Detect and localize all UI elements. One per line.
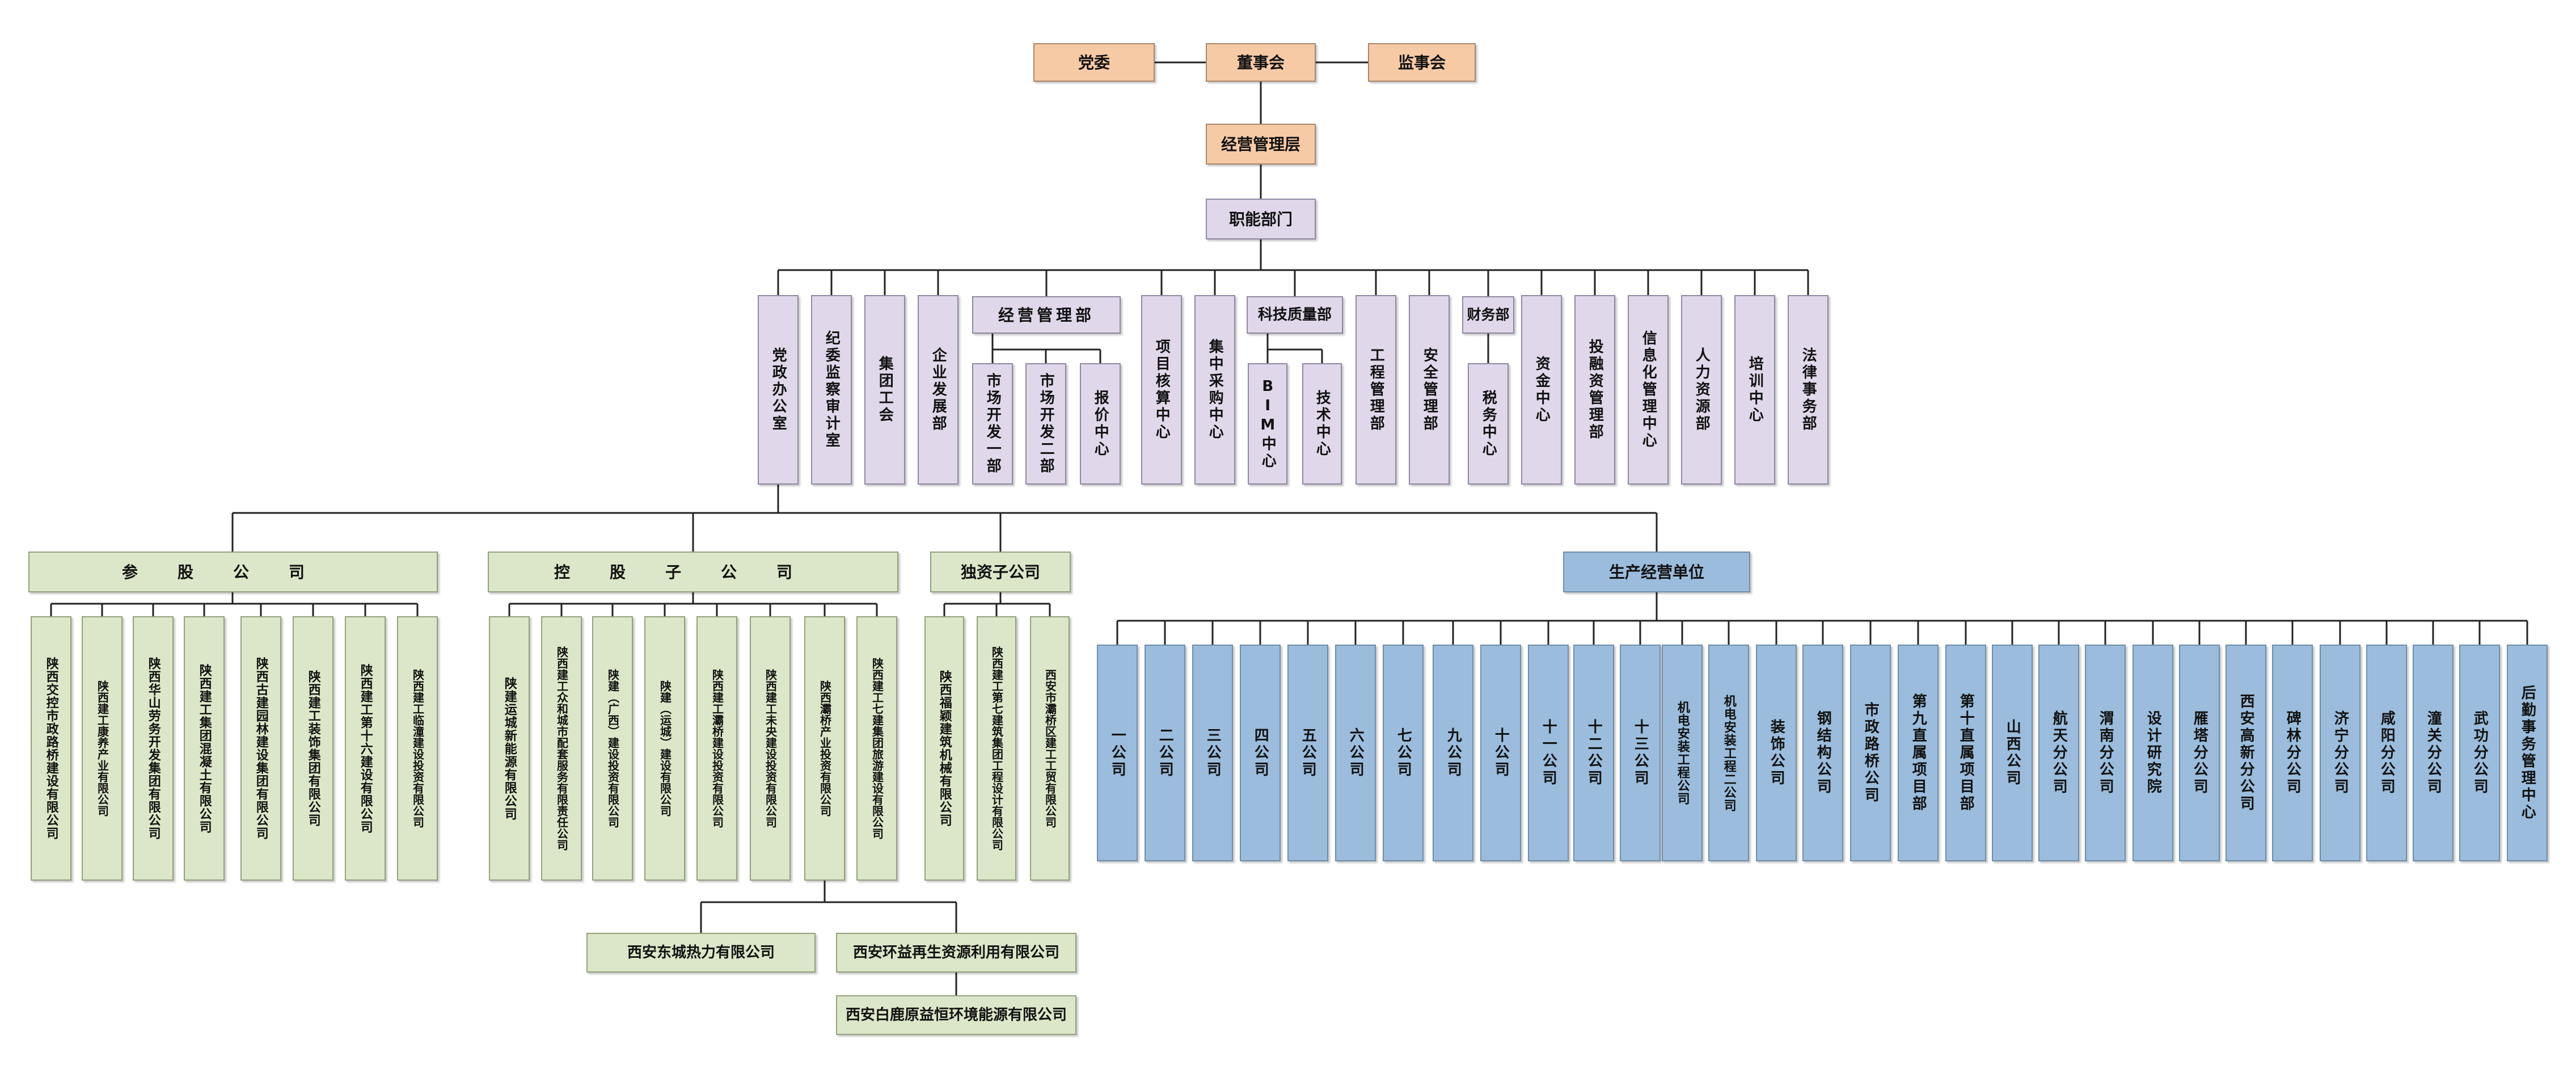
dept-tech-quality: 科技质量部 bbox=[1247, 296, 1343, 334]
dept-informatization: 信息化管理中心 bbox=[1628, 295, 1669, 485]
production-unit: 三公司 bbox=[1192, 645, 1233, 861]
production-unit: 第十直属项目部 bbox=[1945, 645, 1986, 861]
production-unit: 山西公司 bbox=[1992, 645, 2033, 861]
controlled-company: 陕西建工七建集团旅游建设有限公司 bbox=[856, 616, 897, 881]
node-party-committee: 党委 bbox=[1033, 43, 1155, 82]
production-unit: 潼关分公司 bbox=[2413, 645, 2453, 861]
production-unit: 五公司 bbox=[1287, 645, 1328, 861]
minority-company: 陕西建工第十六建设有限公司 bbox=[345, 616, 386, 881]
minority-company: 陕西交控市政路桥建设有限公司 bbox=[31, 616, 71, 881]
production-unit: 十一公司 bbox=[1528, 645, 1569, 861]
dept-funds-center: 资金中心 bbox=[1521, 295, 1562, 485]
dept-quotation-center: 报价中心 bbox=[1080, 363, 1121, 485]
production-unit: 雁塔分公司 bbox=[2179, 645, 2220, 861]
production-unit: 一公司 bbox=[1097, 645, 1138, 861]
minority-company: 陕西古建园林建设集团有限公司 bbox=[240, 616, 281, 881]
subsidiary-dongcheng-heat: 西安东城热力有限公司 bbox=[586, 933, 816, 973]
production-unit: 西安高新分公司 bbox=[2226, 645, 2266, 861]
wholly-owned-company: 西安市灞桥区建工工贸有限公司 bbox=[1030, 616, 1070, 881]
production-unit: 设计研究院 bbox=[2132, 645, 2173, 861]
minority-company: 陕西建工康养产业有限公司 bbox=[82, 616, 123, 881]
controlled-company: 陕西建工灞桥建设投资有限公司 bbox=[696, 616, 737, 881]
production-unit: 机电安装工程二公司 bbox=[1708, 645, 1749, 861]
group-minority-holdings: 参股公司 bbox=[28, 552, 438, 592]
controlled-company: 陕建运城新能源有限公司 bbox=[489, 616, 530, 881]
minority-company: 陕西建工装饰集团有限公司 bbox=[293, 616, 333, 881]
dept-discipline-audit: 纪委监察审计室 bbox=[811, 295, 852, 485]
minority-company: 陕西建工临潼建设投资有限公司 bbox=[397, 616, 438, 881]
production-unit: 济宁分公司 bbox=[2320, 645, 2360, 861]
dept-market-dev-1: 市场开发一部 bbox=[972, 363, 1013, 485]
production-unit: 装饰公司 bbox=[1756, 645, 1797, 861]
subsidiary-huanyi-recycling: 西安环益再生资源利用有限公司 bbox=[836, 933, 1076, 973]
group-wholly-owned: 独资子公司 bbox=[930, 552, 1071, 592]
production-unit: 十公司 bbox=[1480, 645, 1521, 861]
minority-company: 陕西建工集团混凝土有限公司 bbox=[184, 616, 225, 881]
production-unit: 六公司 bbox=[1335, 645, 1376, 861]
dept-project-accounting: 项目核算中心 bbox=[1141, 295, 1182, 485]
wholly-owned-company: 陕西福颖建筑机械有限公司 bbox=[924, 616, 964, 881]
node-supervisory-board: 监事会 bbox=[1368, 43, 1476, 82]
production-unit: 后勤事务管理中心 bbox=[2507, 645, 2548, 861]
production-unit: 十三公司 bbox=[1620, 645, 1661, 861]
dept-bim-center: BIM中心 bbox=[1248, 363, 1287, 485]
dept-safety-management: 安全管理部 bbox=[1409, 295, 1450, 485]
dept-investment-finance: 投融资管理部 bbox=[1574, 295, 1615, 485]
production-unit: 渭南分公司 bbox=[2085, 645, 2126, 861]
production-unit: 十二公司 bbox=[1573, 645, 1614, 861]
production-unit: 二公司 bbox=[1145, 645, 1185, 861]
production-unit: 武功分公司 bbox=[2459, 645, 2500, 861]
production-unit: 咸阳分公司 bbox=[2366, 645, 2407, 861]
controlled-company: 陕西建工未央建设投资有限公司 bbox=[750, 616, 791, 881]
production-unit: 市政路桥公司 bbox=[1850, 645, 1891, 861]
controlled-company: 陕西建工众和城市配套服务有限责任公司 bbox=[541, 616, 582, 881]
dept-central-procurement: 集中采购中心 bbox=[1194, 295, 1235, 485]
dept-union: 集团工会 bbox=[864, 295, 905, 485]
production-unit: 航天分公司 bbox=[2038, 645, 2079, 861]
wholly-owned-company: 陕西建工第七建筑集团工程设计有限公司 bbox=[977, 616, 1016, 881]
production-unit: 七公司 bbox=[1383, 645, 1424, 861]
dept-business-management: 经营管理部 bbox=[972, 296, 1121, 334]
group-production-units: 生产经营单位 bbox=[1563, 552, 1750, 592]
dept-human-resources: 人力资源部 bbox=[1681, 295, 1722, 485]
controlled-company: 陕西灞桥产业投资有限公司 bbox=[804, 616, 845, 881]
group-controlled-subsidiaries: 控股子公司 bbox=[488, 552, 898, 592]
production-unit: 四公司 bbox=[1240, 645, 1281, 861]
minority-company: 陕西华山劳务开发集团有限公司 bbox=[133, 616, 174, 881]
production-unit: 钢结构公司 bbox=[1802, 645, 1843, 861]
node-management: 经营管理层 bbox=[1206, 124, 1316, 165]
dept-party-office: 党政办公室 bbox=[758, 295, 799, 485]
controlled-company: 陕建（运城）建设有限公司 bbox=[644, 616, 685, 881]
controlled-company: 陕建（广西）建设投资有限公司 bbox=[592, 616, 633, 881]
production-unit: 机电安装工程公司 bbox=[1662, 645, 1703, 861]
production-unit: 九公司 bbox=[1433, 645, 1473, 861]
dept-training-center: 培训中心 bbox=[1734, 295, 1775, 485]
production-unit: 第九直属项目部 bbox=[1898, 645, 1939, 861]
dept-market-dev-2: 市场开发二部 bbox=[1025, 363, 1066, 485]
dept-engineering-management: 工程管理部 bbox=[1355, 295, 1396, 485]
dept-legal-affairs: 法律事务部 bbox=[1788, 295, 1828, 485]
dept-tax-center: 税务中心 bbox=[1468, 363, 1509, 485]
dept-enterprise-development: 企业发展部 bbox=[918, 295, 958, 485]
dept-finance: 财务部 bbox=[1462, 296, 1514, 334]
node-functional-depts: 职能部门 bbox=[1206, 199, 1316, 239]
node-board: 董事会 bbox=[1206, 43, 1316, 82]
production-unit: 碑林分公司 bbox=[2272, 645, 2313, 861]
dept-tech-center: 技术中心 bbox=[1302, 363, 1342, 485]
subsidiary-bailuyuan-energy: 西安白鹿原益恒环境能源有限公司 bbox=[836, 995, 1076, 1035]
